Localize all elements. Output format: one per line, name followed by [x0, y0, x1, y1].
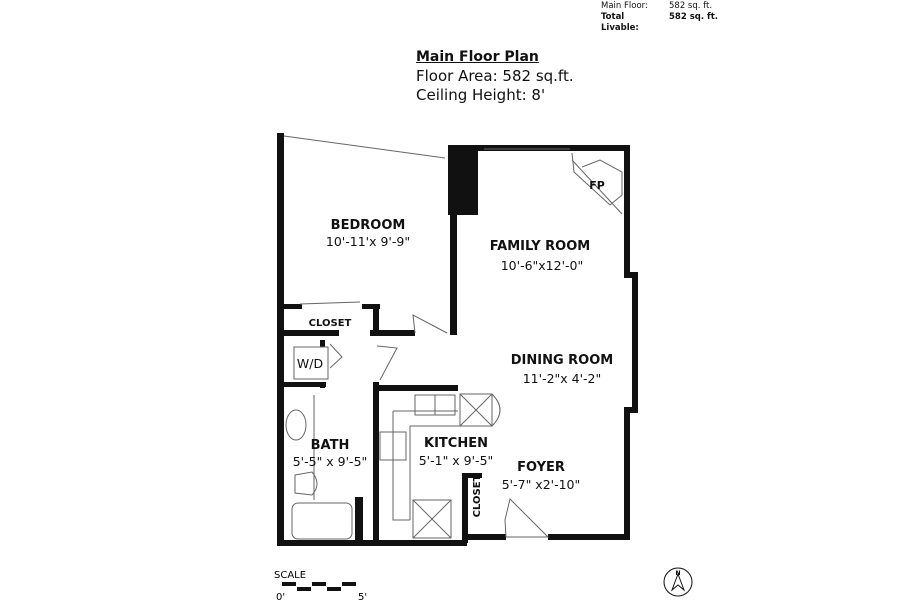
- total-livable-value: 582 sq. ft.: [669, 12, 719, 22]
- room-dims-dining: 11'-2"x 4'-2": [523, 371, 602, 386]
- main-floor-value: 582 sq. ft.: [669, 1, 713, 11]
- scale-bar: SCALE 0' 5': [274, 570, 367, 603]
- closet-door: [299, 301, 361, 305]
- entry-door: [504, 498, 550, 538]
- area-summary: Main Floor: 582 sq. ft. Total Livable: 582…: [601, 1, 718, 34]
- room-name-dining: DINING ROOM: [511, 353, 613, 368]
- dishwasher: [412, 499, 452, 539]
- fridge: [459, 393, 493, 427]
- closet-label-2: CLOSET: [472, 474, 483, 517]
- scale-start: 0': [276, 592, 285, 603]
- room-dims-bedroom: 10'-11'x 9'-9": [326, 234, 410, 249]
- room-name-bath: BATH: [311, 438, 350, 453]
- walls: [277, 133, 638, 546]
- plan-title: Main Floor Plan: [416, 49, 539, 65]
- north-letter: N: [675, 570, 680, 577]
- room-name-family: FAMILY ROOM: [490, 239, 590, 254]
- closet-label: CLOSET: [309, 318, 352, 329]
- fireplace: [571, 152, 623, 206]
- scale-end: 5': [358, 592, 367, 603]
- main-floor-label: Main Floor:: [601, 1, 648, 11]
- room-name-kitchen: KITCHEN: [424, 436, 488, 451]
- floor-area: Floor Area: 582 sq.ft.: [416, 67, 574, 85]
- room-name-bedroom: BEDROOM: [331, 218, 406, 233]
- scale-label: SCALE: [274, 570, 306, 581]
- room-dims-family: 10'-6"x12'-0": [501, 258, 584, 273]
- hall-door: [376, 345, 398, 381]
- total-livable-label: Total Livable:: [601, 12, 639, 33]
- washer-dryer: [293, 346, 329, 380]
- wd-label: W/D: [297, 356, 323, 371]
- toilet: [294, 471, 318, 496]
- bathtub: [291, 502, 353, 540]
- ceiling-height: Ceiling Height: 8': [416, 86, 546, 104]
- sink: [285, 409, 307, 441]
- plan-header: Main Floor Plan Floor Area: 582 sq.ft. C…: [416, 48, 574, 105]
- bedroom-window: [283, 135, 446, 159]
- room-dims-kitchen: 5'-1" x 9'-5": [419, 453, 494, 468]
- north-arrow-icon: N: [663, 567, 693, 597]
- room-dims-bath: 5'-5" x 9'-5": [293, 454, 368, 469]
- fireplace-label: FP: [589, 179, 605, 192]
- room-name-foyer: FOYER: [517, 460, 565, 475]
- room-dims-foyer: 5'-7" x2'-10": [502, 477, 581, 492]
- fixtures: [283, 135, 623, 540]
- bedroom-door: [412, 314, 448, 334]
